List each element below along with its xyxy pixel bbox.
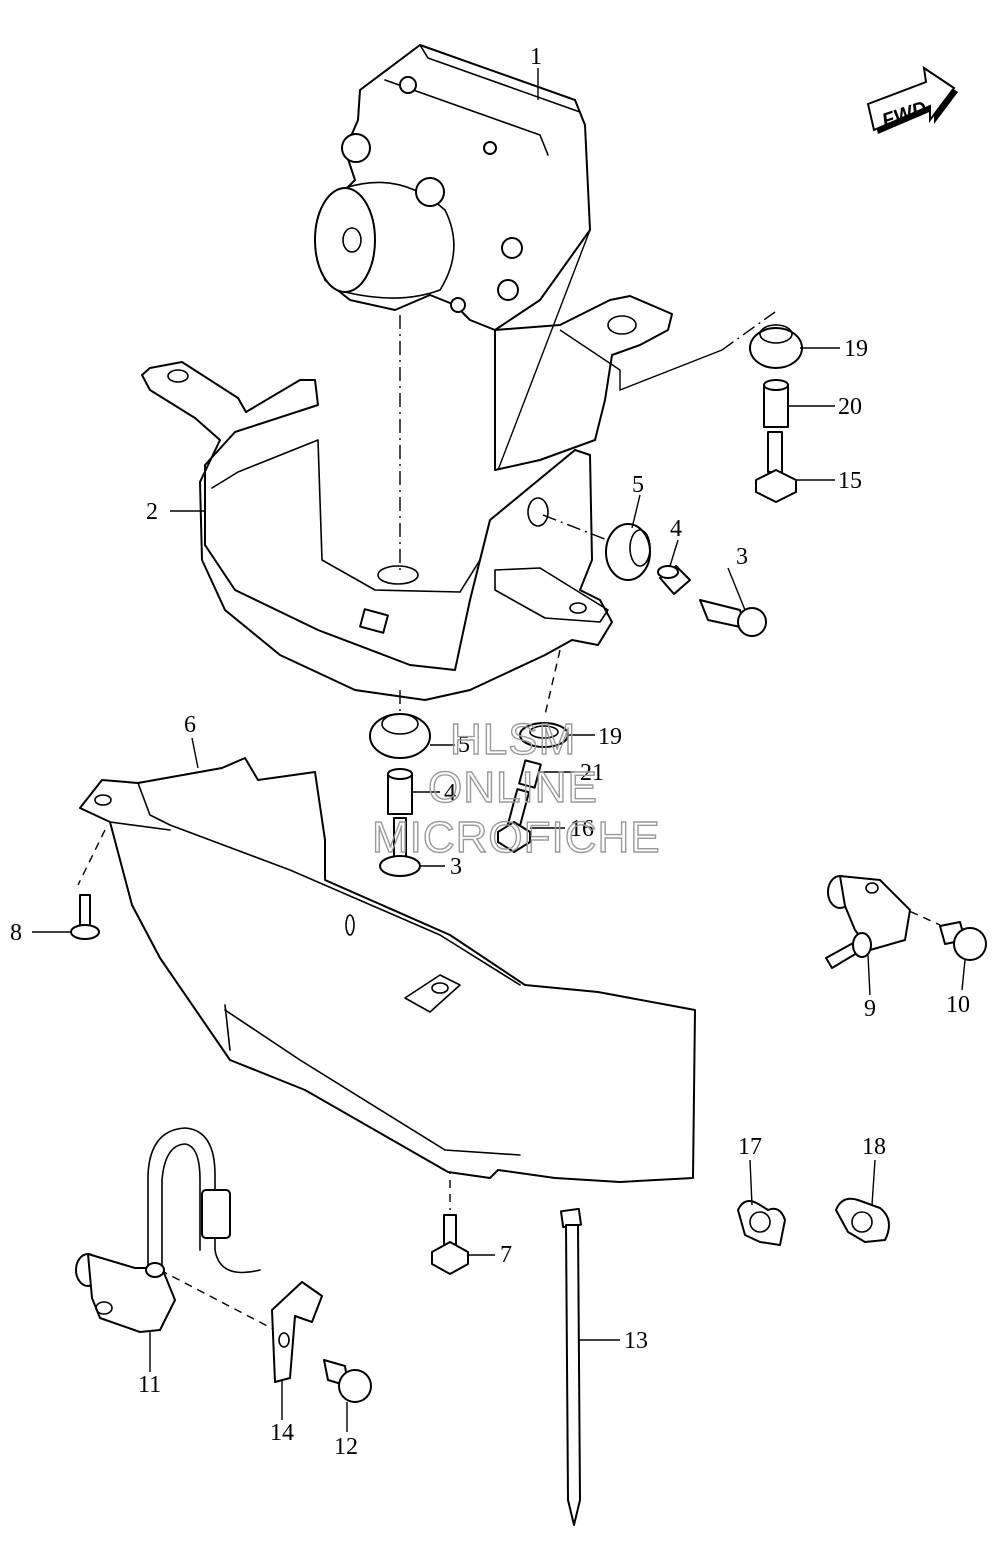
sensor-9 xyxy=(825,875,911,969)
collar-21 xyxy=(518,759,542,789)
watermark-line1: HLSM xyxy=(450,715,576,764)
bolt-16 xyxy=(497,788,531,853)
callout-9: 9 xyxy=(864,996,876,1022)
callout-6: 6 xyxy=(184,712,196,738)
watermark-line3: MICROFICHE xyxy=(372,813,661,862)
callout-1: 1 xyxy=(530,44,542,70)
bracket-14 xyxy=(271,1281,323,1383)
screw-8 xyxy=(70,894,100,940)
bolt-lower xyxy=(379,817,421,877)
abs-bracket xyxy=(141,295,673,701)
callout-8: 8 xyxy=(10,920,22,946)
lower-cover xyxy=(79,757,696,1183)
grommet-right xyxy=(605,523,651,581)
clamp-18 xyxy=(835,1197,890,1243)
callout-labels: 1 2 3 4 5 19 20 15 5 4 3 19 21 16 6 8 7 … xyxy=(10,44,970,1460)
callout-14: 14 xyxy=(270,1420,294,1446)
collar-right xyxy=(657,565,691,595)
collar-lower xyxy=(387,768,413,815)
callout-11: 11 xyxy=(138,1372,161,1398)
collar-20 xyxy=(763,379,789,428)
clamp-17 xyxy=(737,1200,786,1246)
callout-13: 13 xyxy=(624,1328,648,1354)
callout-7: 7 xyxy=(500,1242,512,1268)
watermark-line2: ONLINE xyxy=(428,763,598,812)
callout-15: 15 xyxy=(838,468,862,494)
bolt-12 xyxy=(323,1359,372,1403)
callout-leaders xyxy=(32,68,966,1432)
callout-5-lower: 5 xyxy=(458,732,470,758)
callout-16: 16 xyxy=(570,816,594,842)
fwd-arrow-icon: FWD xyxy=(866,65,958,134)
watermark: HLSM ONLINE MICROFICHE xyxy=(371,714,661,862)
callout-21: 21 xyxy=(580,760,604,786)
callout-17: 17 xyxy=(738,1134,762,1160)
callout-4-right: 4 xyxy=(670,516,682,542)
callout-2: 2 xyxy=(146,499,158,525)
callout-19-center: 19 xyxy=(598,724,622,750)
bolt-right xyxy=(699,599,767,637)
callout-3-lower: 3 xyxy=(450,854,462,880)
bolt-10 xyxy=(939,921,987,961)
callout-12: 12 xyxy=(334,1434,358,1460)
grommet-lower xyxy=(369,713,431,759)
callout-20: 20 xyxy=(838,394,862,420)
callout-18: 18 xyxy=(862,1134,886,1160)
abs-hydraulic-unit xyxy=(314,44,591,331)
bolt-15 xyxy=(755,431,797,503)
bolt-7 xyxy=(431,1214,469,1275)
callout-3-right: 3 xyxy=(736,544,748,570)
callout-19-top: 19 xyxy=(844,336,868,362)
sensor-11 xyxy=(75,1127,261,1333)
callout-10: 10 xyxy=(946,992,970,1018)
cable-tie-13 xyxy=(559,1207,583,1526)
callout-5-right: 5 xyxy=(632,472,644,498)
grommet-19-top xyxy=(749,324,803,369)
callout-4-lower: 4 xyxy=(444,780,456,806)
